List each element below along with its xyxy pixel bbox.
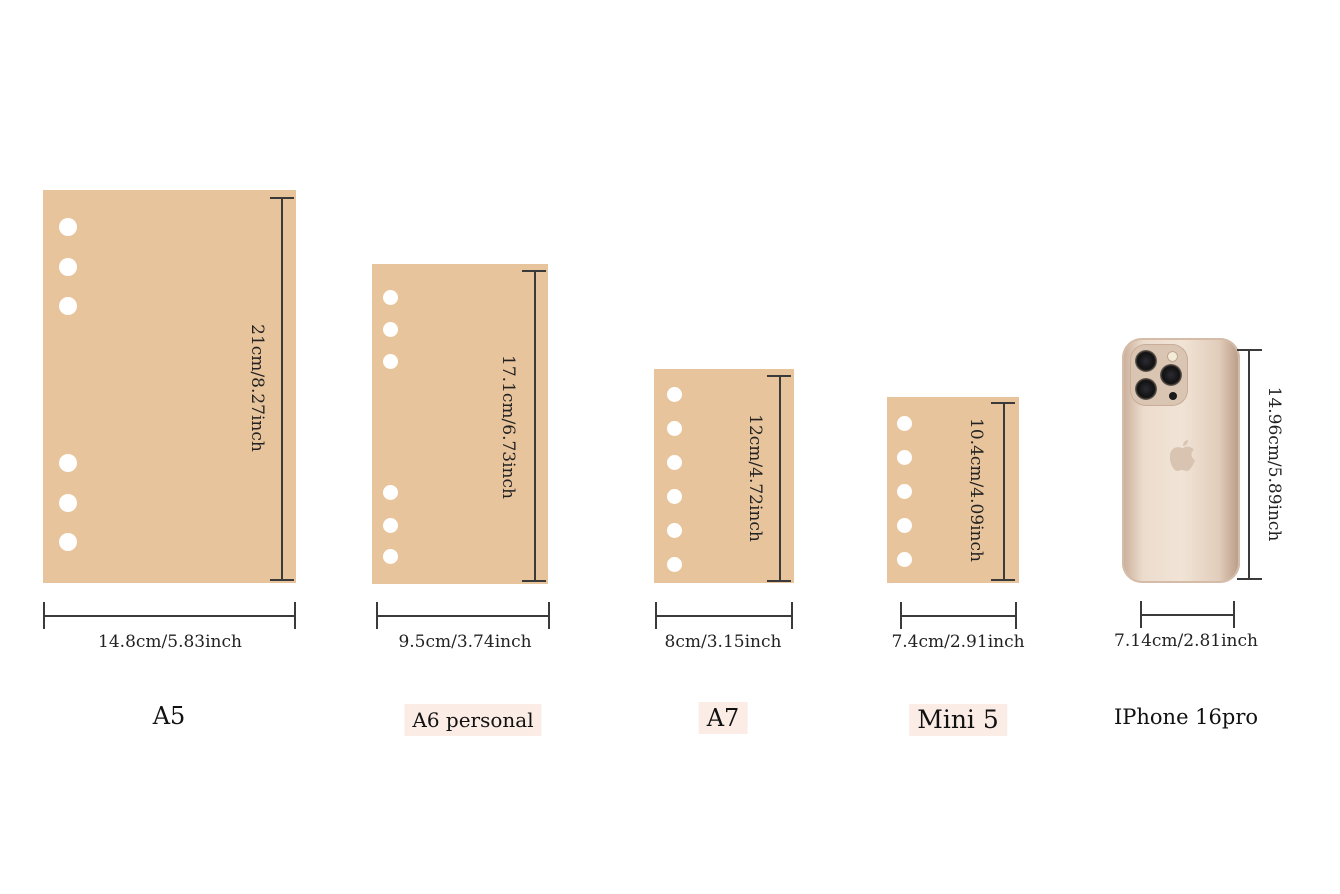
a7-hole bbox=[667, 557, 682, 572]
a6-height-cap-bottom bbox=[522, 580, 546, 582]
mini5-width-cap-left bbox=[900, 602, 902, 629]
a7-hole bbox=[667, 455, 682, 470]
mini5-hole bbox=[897, 450, 912, 465]
camera-module bbox=[1130, 344, 1188, 406]
a6-hole bbox=[383, 354, 398, 369]
camera-lens-icon bbox=[1160, 364, 1182, 386]
camera-lens-icon bbox=[1135, 378, 1157, 400]
a6-sheet bbox=[372, 264, 548, 584]
iphone-height-line bbox=[1248, 349, 1250, 579]
mini5-hole bbox=[897, 518, 912, 533]
a5-hole bbox=[59, 258, 77, 276]
mini5-width-label: 7.4cm/2.91inch bbox=[891, 632, 1025, 652]
a5-width-cap-left bbox=[43, 602, 45, 629]
mini5-height-label: 10.4cm/4.09inch bbox=[966, 418, 986, 562]
a6-hole bbox=[383, 518, 398, 533]
a6-name: A6 personal bbox=[404, 704, 542, 736]
a6-height-label: 17.1cm/6.73inch bbox=[498, 355, 518, 499]
apple-logo-icon bbox=[1169, 440, 1195, 471]
a7-height-cap-top bbox=[767, 375, 791, 377]
a6-height-line bbox=[534, 270, 536, 582]
a7-height-cap-bottom bbox=[767, 580, 791, 582]
a5-height-line bbox=[281, 197, 283, 580]
a7-height-line bbox=[779, 375, 781, 581]
a6-width-cap-right bbox=[548, 602, 550, 629]
a7-width-cap-right bbox=[791, 602, 793, 629]
a7-hole bbox=[667, 387, 682, 402]
a5-width-line bbox=[43, 615, 296, 617]
a5-width-label: 14.8cm/5.83inch bbox=[98, 632, 242, 652]
a5-hole bbox=[59, 297, 77, 315]
a6-height-cap-top bbox=[522, 270, 546, 272]
iphone-width-line bbox=[1140, 614, 1234, 616]
a6-width-line bbox=[376, 615, 549, 617]
a5-hole bbox=[59, 533, 77, 551]
a5-height-cap-top bbox=[270, 197, 294, 199]
a6-width-cap-left bbox=[376, 602, 378, 629]
iphone-width-label: 7.14cm/2.81inch bbox=[1114, 631, 1258, 651]
a7-width-label: 8cm/3.15inch bbox=[664, 632, 782, 652]
a5-height-label: 21cm/8.27inch bbox=[247, 324, 267, 452]
a6-hole bbox=[383, 485, 398, 500]
a7-width-line bbox=[655, 615, 792, 617]
iphone-height-label: 14.96cm/5.89inch bbox=[1264, 386, 1284, 542]
a5-hole bbox=[59, 218, 77, 236]
mini5-height-cap-bottom bbox=[991, 579, 1015, 581]
a5-height-cap-bottom bbox=[270, 579, 294, 581]
mini5-hole bbox=[897, 416, 912, 431]
flash-icon bbox=[1167, 351, 1178, 362]
a6-hole bbox=[383, 290, 398, 305]
a7-hole bbox=[667, 421, 682, 436]
mini5-hole bbox=[897, 484, 912, 499]
mini5-height-line bbox=[1003, 402, 1005, 580]
iphone-height-cap-bottom bbox=[1237, 578, 1262, 580]
a7-height-label: 12cm/4.72inch bbox=[745, 414, 765, 542]
a6-width-label: 9.5cm/3.74inch bbox=[398, 632, 532, 652]
a5-width-cap-right bbox=[294, 602, 296, 629]
a7-hole bbox=[667, 523, 682, 538]
a7-sheet bbox=[654, 369, 794, 583]
iphone-width-cap-left bbox=[1140, 601, 1142, 628]
mini5-width-line bbox=[900, 615, 1016, 617]
mini5-height-cap-top bbox=[991, 402, 1015, 404]
mini5-name: Mini 5 bbox=[909, 704, 1007, 736]
iphone-height-cap-top bbox=[1237, 349, 1262, 351]
a7-hole bbox=[667, 489, 682, 504]
iphone-name: IPhone 16pro bbox=[1113, 705, 1259, 729]
a7-width-cap-left bbox=[655, 602, 657, 629]
a6-hole bbox=[383, 549, 398, 564]
a5-sheet bbox=[43, 190, 296, 583]
camera-lens-icon bbox=[1135, 350, 1157, 372]
a5-hole bbox=[59, 494, 77, 512]
a7-name: A7 bbox=[698, 702, 748, 734]
a5-name: A5 bbox=[152, 702, 186, 730]
mini5-width-cap-right bbox=[1015, 602, 1017, 629]
mini5-sheet bbox=[887, 397, 1019, 583]
a6-hole bbox=[383, 322, 398, 337]
mic-icon bbox=[1169, 392, 1177, 400]
iphone-width-cap-right bbox=[1233, 601, 1235, 628]
a5-hole bbox=[59, 454, 77, 472]
iphone-image bbox=[1122, 338, 1240, 583]
mini5-hole bbox=[897, 552, 912, 567]
